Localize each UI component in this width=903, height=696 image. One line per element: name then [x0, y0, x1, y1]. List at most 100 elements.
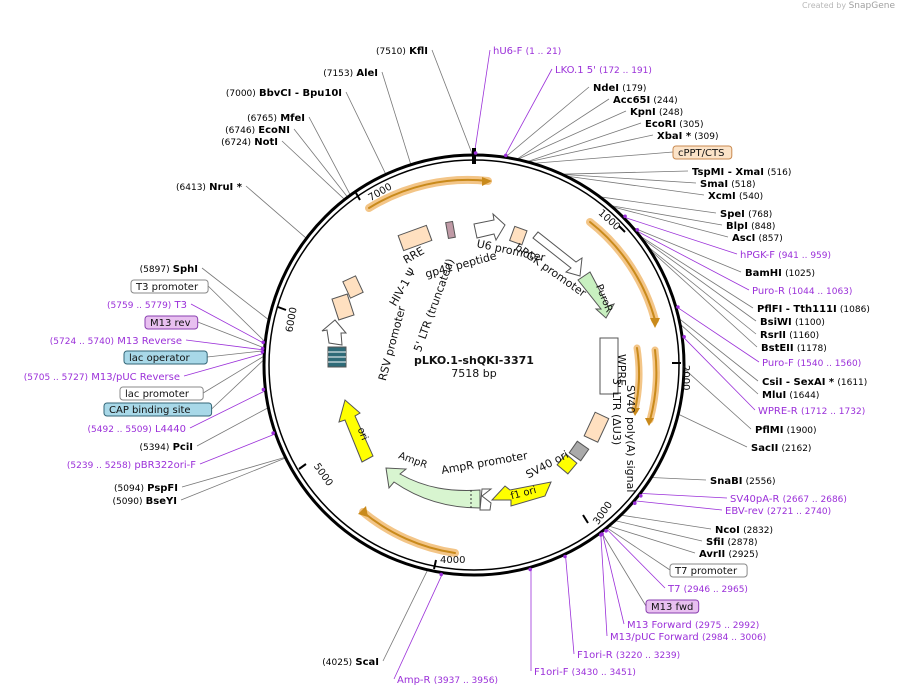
- primer-mark: [676, 305, 680, 309]
- feature-ampr-promoter: [479, 488, 493, 511]
- leader-line: [622, 216, 738, 255]
- feature-u6-promoter: [473, 212, 506, 242]
- leader-line: [382, 569, 429, 662]
- site-position: (5897): [140, 265, 170, 275]
- boxed-label-text: M13 rev: [150, 318, 191, 329]
- label-ampr-promoter: AmpR promoter: [440, 449, 529, 477]
- boxed-label: M13 fwd: [645, 599, 700, 614]
- site-name: SpeI: [720, 209, 745, 220]
- orf-arc-1000-head: [650, 318, 660, 328]
- feature-hpgk-promoter: [532, 231, 583, 277]
- tick-label-6000: 6000: [284, 306, 299, 333]
- primer-name: M13/pUC Forward: [610, 632, 699, 643]
- leader-line: [608, 525, 696, 554]
- site-name: BstEII: [761, 343, 794, 354]
- leader-line: [614, 520, 703, 542]
- site-name: MluI: [762, 390, 786, 401]
- leader-line: [611, 206, 729, 238]
- site-name: SacII: [751, 443, 778, 454]
- orf-arc-4000: [359, 508, 459, 557]
- leader-line: [601, 531, 625, 625]
- site-name: AleI: [356, 68, 378, 79]
- orf-arc-4000-head: [358, 506, 368, 517]
- site-label: MluI (1644): [762, 390, 819, 401]
- site-label: XcmI (540): [708, 191, 763, 202]
- leader-line: [345, 91, 387, 175]
- snapgene-logo-text: SnapGene: [848, 1, 895, 11]
- site-position: (1644): [789, 391, 819, 401]
- boxed-label-frame: [119, 386, 204, 401]
- site-position: (7510): [376, 47, 406, 57]
- site-name: PciI: [173, 442, 193, 453]
- orf-arc-2000a-head: [631, 408, 640, 416]
- site-label: PflFI - Tth111I (1086): [757, 304, 870, 315]
- site-label: PflMI (1900): [755, 425, 817, 436]
- boxed-label: T7 promoter: [669, 563, 748, 578]
- leader-line: [610, 205, 723, 226]
- site-name: EcoRI: [645, 119, 676, 130]
- label-ori: ori: [355, 426, 370, 442]
- leader-line: [640, 237, 757, 322]
- leader-line: [600, 531, 647, 607]
- primer-name: T7: [667, 584, 680, 595]
- boxed-label-frame: [103, 402, 213, 417]
- primer-name: hPGK-F: [740, 250, 775, 261]
- site-label: (7510) KflI: [376, 46, 428, 57]
- primer-name: hU6-F: [493, 46, 523, 57]
- primer-mark: [473, 151, 478, 155]
- leader-line: [183, 352, 265, 377]
- created-by-text: Created by: [802, 1, 847, 10]
- site-name: KflI: [409, 46, 428, 57]
- primer-label: (5705 .. 5727) M13/pUC Reverse: [24, 372, 180, 383]
- site-label: (5897) SphI: [140, 264, 198, 275]
- feature-ampr: [385, 467, 481, 509]
- primer-mark: [623, 214, 627, 219]
- primer-name: Amp-R: [397, 675, 431, 686]
- primer-name: M13/pUC Reverse: [91, 372, 180, 383]
- leader-line: [648, 248, 758, 348]
- primer-mark: [271, 431, 276, 435]
- site-label: NcoI (2832): [715, 525, 773, 536]
- site-position: (248): [659, 108, 683, 118]
- leader-line: [646, 245, 757, 335]
- site-name: ScaI: [355, 657, 379, 668]
- primer-name: T3: [174, 300, 187, 311]
- primer-name: Puro-R: [752, 286, 785, 297]
- site-position: (7000): [226, 89, 256, 99]
- leader-line: [245, 185, 307, 239]
- primer-name: M13 Reverse: [117, 336, 182, 347]
- leader-line: [202, 355, 265, 394]
- orf-arc-7000-head: [482, 177, 492, 186]
- orf-arc-2000a-line: [634, 347, 640, 411]
- boxed-label-frame: [130, 279, 209, 294]
- leader-lines: [180, 49, 760, 680]
- leader-line: [517, 110, 627, 160]
- site-name: EcoNI: [258, 125, 290, 136]
- leader-line: [207, 350, 265, 358]
- primer-label: (5492 .. 5509) L4440: [88, 424, 187, 435]
- primer-label: M13/pUC Forward (2984 .. 3006): [610, 632, 766, 643]
- primer-position: (5759 .. 5779): [107, 301, 171, 311]
- leader-line: [431, 49, 473, 156]
- primer-label: LKO.1 5' (172 .. 191): [555, 65, 652, 76]
- tick-5000: [298, 463, 307, 470]
- primer-label: Puro-R (1044 .. 1063): [752, 286, 852, 297]
- site-position: (4025): [322, 658, 352, 668]
- primer-name: pBR322ori-F: [134, 460, 196, 471]
- boxed-label-text: cPPT/CTS: [678, 148, 724, 159]
- site-label: BamHI (1025): [745, 268, 815, 279]
- site-name: SfiI: [706, 537, 724, 548]
- site-position: (2878): [728, 538, 758, 548]
- label-hiv-psi: HIV-1 Ψ: [387, 266, 419, 309]
- boxed-label: lac promoter: [119, 386, 204, 401]
- primer-mark: [599, 533, 603, 537]
- label-wpre: WPRE: [615, 354, 628, 386]
- snapgene-credit: Created by SnapGene: [802, 1, 895, 11]
- primer-mark: [260, 346, 265, 351]
- leader-line: [527, 134, 654, 163]
- primer-position: (2984 .. 3006): [702, 633, 766, 643]
- feature-gp41: [445, 220, 456, 239]
- primer-mark: [528, 567, 532, 572]
- primer-position: (3430 .. 3451): [572, 668, 636, 678]
- leader-line: [634, 229, 750, 291]
